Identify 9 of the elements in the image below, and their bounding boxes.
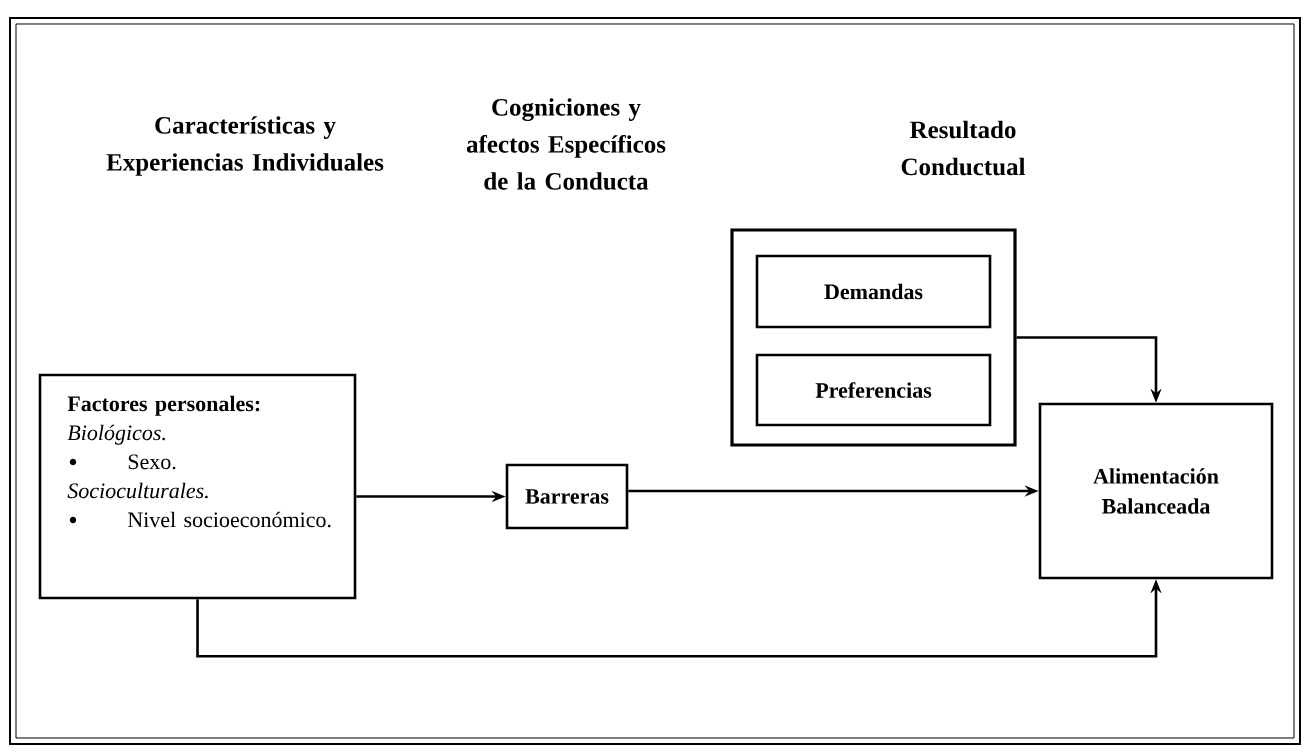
column-heading: Resultado Conductual: [901, 120, 1026, 176]
column-heading: Características y Experiencias Individuales: [106, 116, 384, 176]
process-box: Barreras: [505, 463, 629, 530]
process-box: Demandas: [755, 254, 992, 329]
factor-box: Factores personales: Biológicos. Sexo. Socioculturales. Nivel socioeconómico.: [38, 373, 357, 600]
group-box: [730, 228, 1017, 447]
outcome-box: Alimentación Balanceada: [1038, 402, 1274, 580]
process-box: Preferencias: [755, 353, 992, 427]
column-heading: Cogniciones y afectos Específicos de la Conducta: [466, 98, 666, 190]
